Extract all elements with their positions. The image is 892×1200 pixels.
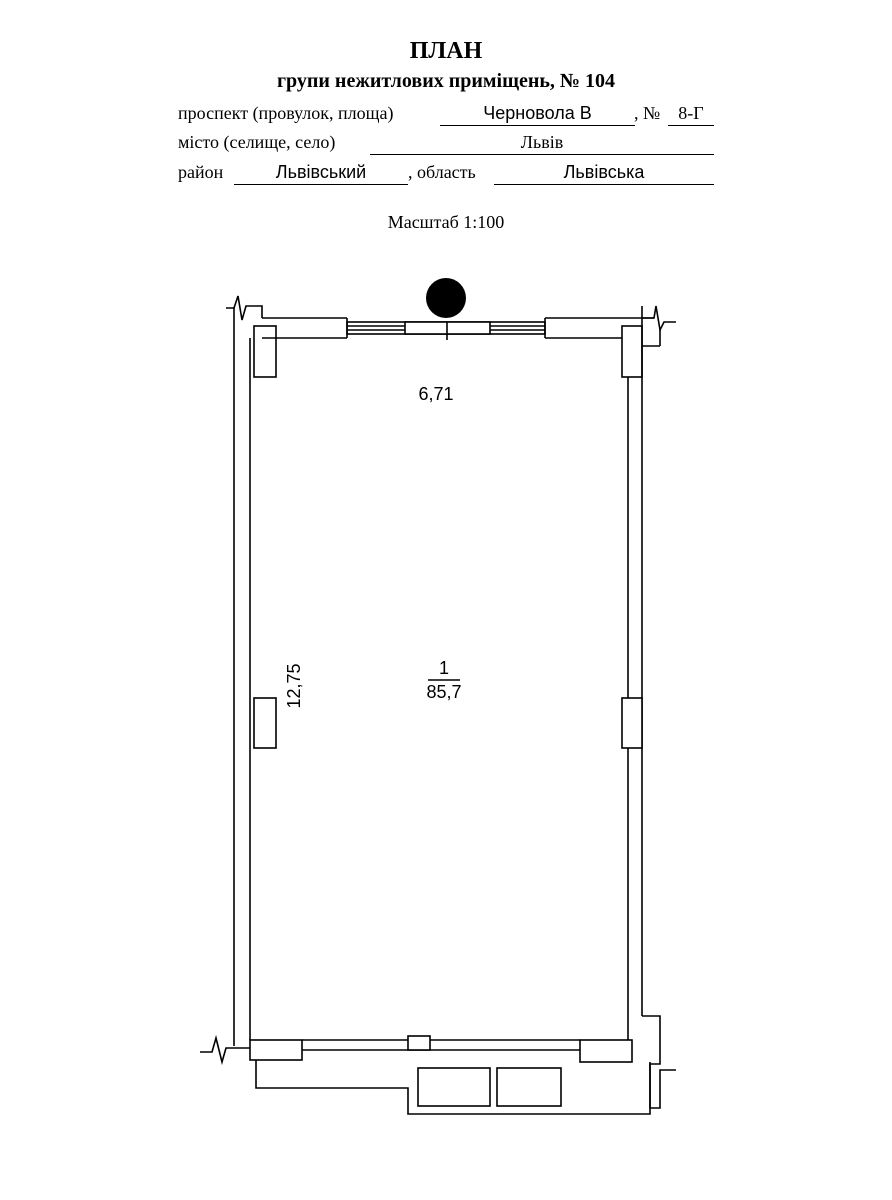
document-subtitle: групи нежитлових приміщень, № 104: [276, 70, 616, 92]
number-value: 8-Г: [668, 103, 714, 126]
top-left-pier: [253, 325, 277, 378]
length-dimension: 12,75: [284, 663, 304, 708]
bottom-door-jamb: [407, 1035, 431, 1051]
width-dimension: 6,71: [418, 384, 453, 404]
scale-label: Масштаб 1:100: [387, 212, 505, 232]
city-value: Львів: [370, 132, 714, 155]
region-value: Львівська: [494, 162, 714, 185]
district-label: район: [178, 162, 224, 182]
room-area: 85,7: [426, 682, 461, 702]
wall-break-top-right: [642, 305, 676, 333]
annex-box-2: [496, 1067, 562, 1107]
bottom-right-pier: [579, 1039, 633, 1063]
left-pier: [253, 697, 277, 749]
right-pier: [621, 697, 643, 749]
room-number: 1: [439, 658, 449, 678]
street-label: проспект (провулок, площа): [178, 103, 394, 123]
city-label: місто (селище, село): [178, 132, 336, 152]
street-value: Черновола В: [440, 103, 635, 126]
region-label: , область: [408, 162, 476, 182]
orientation-marker: [426, 278, 466, 318]
annex-box-1: [417, 1067, 491, 1107]
wall-break-top-left: [226, 295, 263, 321]
top-right-pier: [621, 325, 643, 378]
number-label: , №: [634, 103, 661, 123]
bottom-left-pier: [249, 1039, 303, 1061]
district-value: Львівський: [234, 162, 408, 185]
document-title: ПЛАН: [409, 38, 483, 64]
wall-break-bottom-left: [200, 1034, 250, 1066]
wall-break-bottom-right: [642, 1015, 676, 1109]
